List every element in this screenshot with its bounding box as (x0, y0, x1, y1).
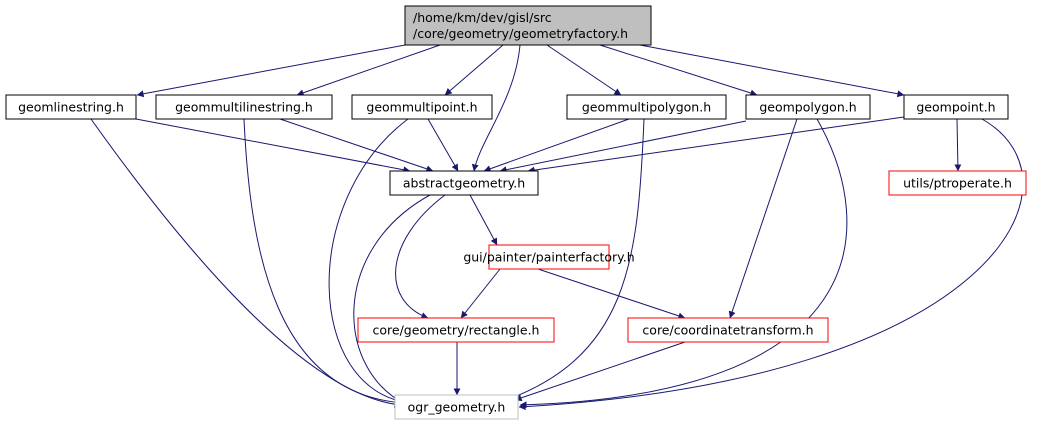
edge-geomlinestring-to-abstractgeometry (135, 118, 411, 174)
node-box-geomlinestring (5, 94, 137, 120)
edge-coordinatetransform-to-ogr_geometry (514, 341, 686, 402)
edge-abstractgeometry-to-rectangle (395, 194, 446, 319)
node-box-geompolygon (745, 94, 871, 120)
edge-geompolygon-to-abstractgeometry (499, 120, 747, 174)
edge-root-to-abstractgeometry (471, 44, 521, 172)
node-geomlinestring[interactable]: geomlinestring.h (5, 94, 137, 120)
node-geommultipoint[interactable]: geommultipoint.h (351, 94, 493, 120)
edge-root-to-geommultilinestring (296, 44, 441, 97)
node-box-geommultipoint (351, 94, 493, 120)
node-geompolygon[interactable]: geompolygon.h (745, 94, 871, 120)
edge-geompolygon-to-coordinatetransform (728, 118, 798, 319)
nodes-layer: /home/km/dev/gisl/src/core/geometry/geom… (5, 5, 1027, 420)
node-label-painterfactory: gui/painter/painterfactory.h (463, 250, 634, 265)
node-box-geompoint (903, 94, 1009, 120)
edge-geommultipoint-to-abstractgeometry (427, 118, 459, 172)
node-box-coordinatetransform (627, 317, 829, 343)
node-label-geommultipolygon: geommultipolygon.h (582, 100, 711, 115)
node-label-rectangle: core/geometry/rectangle.h (373, 323, 540, 338)
node-label-ptroperate: utils/ptroperate.h (903, 176, 1012, 191)
edge-geompolygon-to-ogr_geometry (519, 118, 848, 409)
node-root[interactable]: /home/km/dev/gisl/src/core/geometry/geom… (404, 5, 652, 46)
node-label-abstractgeometry: abstractgeometry.h (403, 176, 525, 191)
node-label-geommultipoint: geommultipoint.h (366, 100, 477, 115)
edge-geommultilinestring-to-ogr_geometry (243, 118, 406, 407)
edge-geompoint-to-ptroperate (954, 118, 962, 172)
edge-geomlinestring-to-ogr_geometry (90, 118, 402, 408)
node-coordinatetransform[interactable]: core/coordinatetransform.h (627, 317, 829, 343)
node-rectangle[interactable]: core/geometry/rectangle.h (357, 317, 555, 343)
node-box-rectangle (357, 317, 555, 343)
node-ogr_geometry[interactable]: ogr_geometry.h (394, 394, 519, 420)
edge-abstractgeometry-to-ogr_geometry (353, 194, 431, 406)
edge-root-to-geompoint (639, 44, 905, 98)
node-label-coordinatetransform: core/coordinatetransform.h (642, 323, 813, 338)
edge-geommultilinestring-to-abstractgeometry (279, 118, 434, 173)
node-geompoint[interactable]: geompoint.h (903, 94, 1009, 120)
node-label-root-line-1: /home/km/dev/gisl/src (413, 10, 552, 25)
edge-painterfactory-to-rectangle (460, 268, 501, 319)
edge-geompoint-to-ogr_geometry (518, 118, 1024, 411)
node-label-ogr_geometry: ogr_geometry.h (408, 400, 506, 415)
edge-root-to-geomlinestring (136, 44, 406, 98)
node-geommultipolygon[interactable]: geommultipolygon.h (566, 94, 727, 120)
node-ptroperate[interactable]: utils/ptroperate.h (888, 170, 1027, 196)
edge-geommultipolygon-to-abstractgeometry (483, 118, 630, 173)
node-box-ogr_geometry (394, 394, 519, 420)
edge-geommultipoint-to-ogr_geometry (328, 118, 411, 406)
node-painterfactory[interactable]: gui/painter/painterfactory.h (463, 244, 635, 270)
edge-root-to-geompolygon (599, 44, 758, 97)
node-label-geompoint: geompoint.h (916, 100, 995, 115)
edge-geommultipolygon-to-ogr_geometry (494, 118, 645, 406)
edges-layer (90, 44, 1024, 411)
node-geommultilinestring[interactable]: geommultilinestring.h (155, 94, 333, 120)
node-label-geompolygon: geompolygon.h (759, 100, 856, 115)
node-abstractgeometry[interactable]: abstractgeometry.h (389, 170, 539, 196)
node-label-root-line-2: /core/geometry/geometryfactory.h (413, 26, 628, 41)
edge-painterfactory-to-coordinatetransform (537, 268, 686, 320)
edge-root-to-geommultipoint (444, 44, 504, 96)
edge-root-to-geommultipolygon (546, 44, 622, 96)
node-box-ptroperate (888, 170, 1027, 196)
node-box-root (404, 5, 652, 46)
node-label-geomlinestring: geomlinestring.h (18, 100, 124, 115)
node-box-geommultipolygon (566, 94, 727, 120)
node-label-geommultilinestring: geommultilinestring.h (175, 100, 313, 115)
node-box-painterfactory (488, 244, 610, 270)
node-box-abstractgeometry (389, 170, 539, 196)
edge-geompoint-to-abstractgeometry (527, 116, 905, 174)
node-box-geommultilinestring (155, 94, 333, 120)
edge-abstractgeometry-to-painterfactory (469, 194, 498, 246)
